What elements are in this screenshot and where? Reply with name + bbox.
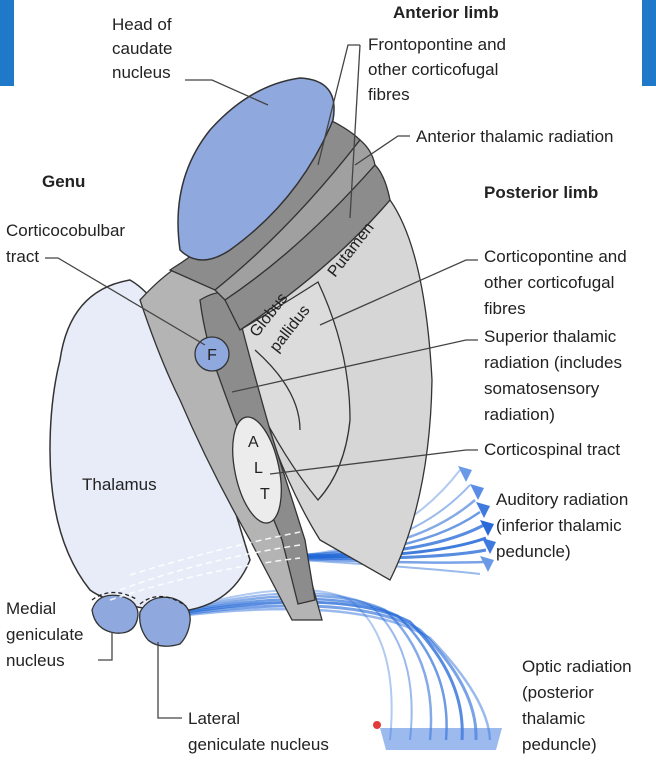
f-marker (194, 336, 230, 372)
svg-text:geniculate: geniculate (6, 625, 84, 644)
svg-text:nucleus: nucleus (112, 63, 171, 82)
svg-text:tract: tract (6, 247, 39, 266)
svg-text:thalamic: thalamic (522, 709, 586, 728)
svg-text:Auditory radiation: Auditory radiation (496, 490, 628, 509)
svg-text:Corticopontine and: Corticopontine and (484, 247, 627, 266)
frame-bar-right (642, 0, 656, 86)
label-auditory: Auditory radiation (inferior thalamic pe… (496, 490, 628, 561)
label-lateral-geniculate: Lateral geniculate nucleus (188, 709, 329, 754)
svg-text:fibres: fibres (368, 85, 410, 104)
svg-text:Frontopontine and: Frontopontine and (368, 35, 506, 54)
label-optic: Optic radiation (posterior thalamic pedu… (522, 657, 632, 754)
svg-text:Optic radiation: Optic radiation (522, 657, 632, 676)
svg-text:Superior thalamic: Superior thalamic (484, 327, 617, 346)
svg-text:Medial: Medial (6, 599, 56, 618)
svg-text:(inferior thalamic: (inferior thalamic (496, 516, 622, 535)
label-corticobulbar: Corticocobulbar tract (6, 221, 125, 266)
svg-text:(posterior: (posterior (522, 683, 594, 702)
svg-text:peduncle): peduncle) (496, 542, 571, 561)
svg-text:radiation): radiation) (484, 405, 555, 424)
label-posterior-limb: Posterior limb (484, 183, 598, 202)
label-anterior-limb: Anterior limb (393, 3, 499, 22)
label-superior-thalamic: Superior thalamic radiation (includes so… (484, 327, 622, 424)
svg-text:somatosensory: somatosensory (484, 379, 600, 398)
label-genu: Genu (42, 172, 85, 191)
head-of-caudate (177, 77, 335, 261)
alt-marker (232, 416, 282, 524)
red-dot-marker (373, 721, 381, 729)
anterior-limb-inner (224, 164, 391, 331)
alt-letter-a: A (248, 434, 259, 451)
optic-radiation (169, 588, 502, 750)
f-marker-label: F (207, 347, 217, 364)
label-corticopontine: Corticopontine and other corticofugal fi… (484, 247, 627, 318)
svg-text:other corticofugal: other corticofugal (484, 273, 614, 292)
medial-geniculate-body (91, 594, 139, 634)
svg-text:peduncle): peduncle) (522, 735, 597, 754)
svg-text:Head of: Head of (112, 15, 172, 34)
label-head-caudate: Head of caudate nucleus (112, 15, 173, 82)
alt-letter-l: L (254, 460, 263, 477)
thalamus-label: Thalamus (82, 475, 157, 494)
svg-text:nucleus: nucleus (6, 651, 65, 670)
svg-text:caudate: caudate (112, 39, 173, 58)
svg-text:Corticocobulbar: Corticocobulbar (6, 221, 125, 240)
frame-bar-left (0, 0, 14, 86)
svg-text:Lateral: Lateral (188, 709, 240, 728)
svg-text:other corticofugal: other corticofugal (368, 60, 498, 79)
lateral-geniculate-body (139, 596, 191, 647)
svg-text:radiation (includes: radiation (includes (484, 353, 622, 372)
label-medial-geniculate: Medial geniculate nucleus (6, 599, 84, 670)
label-anterior-thalamic: Anterior thalamic radiation (416, 127, 613, 146)
svg-text:fibres: fibres (484, 299, 526, 318)
auditory-radiation (299, 466, 496, 575)
alt-letter-t: T (260, 486, 270, 503)
svg-text:geniculate nucleus: geniculate nucleus (188, 735, 329, 754)
label-corticospinal: Corticospinal tract (484, 440, 620, 459)
label-frontopontine: Frontopontine and other corticofugal fib… (368, 35, 506, 104)
